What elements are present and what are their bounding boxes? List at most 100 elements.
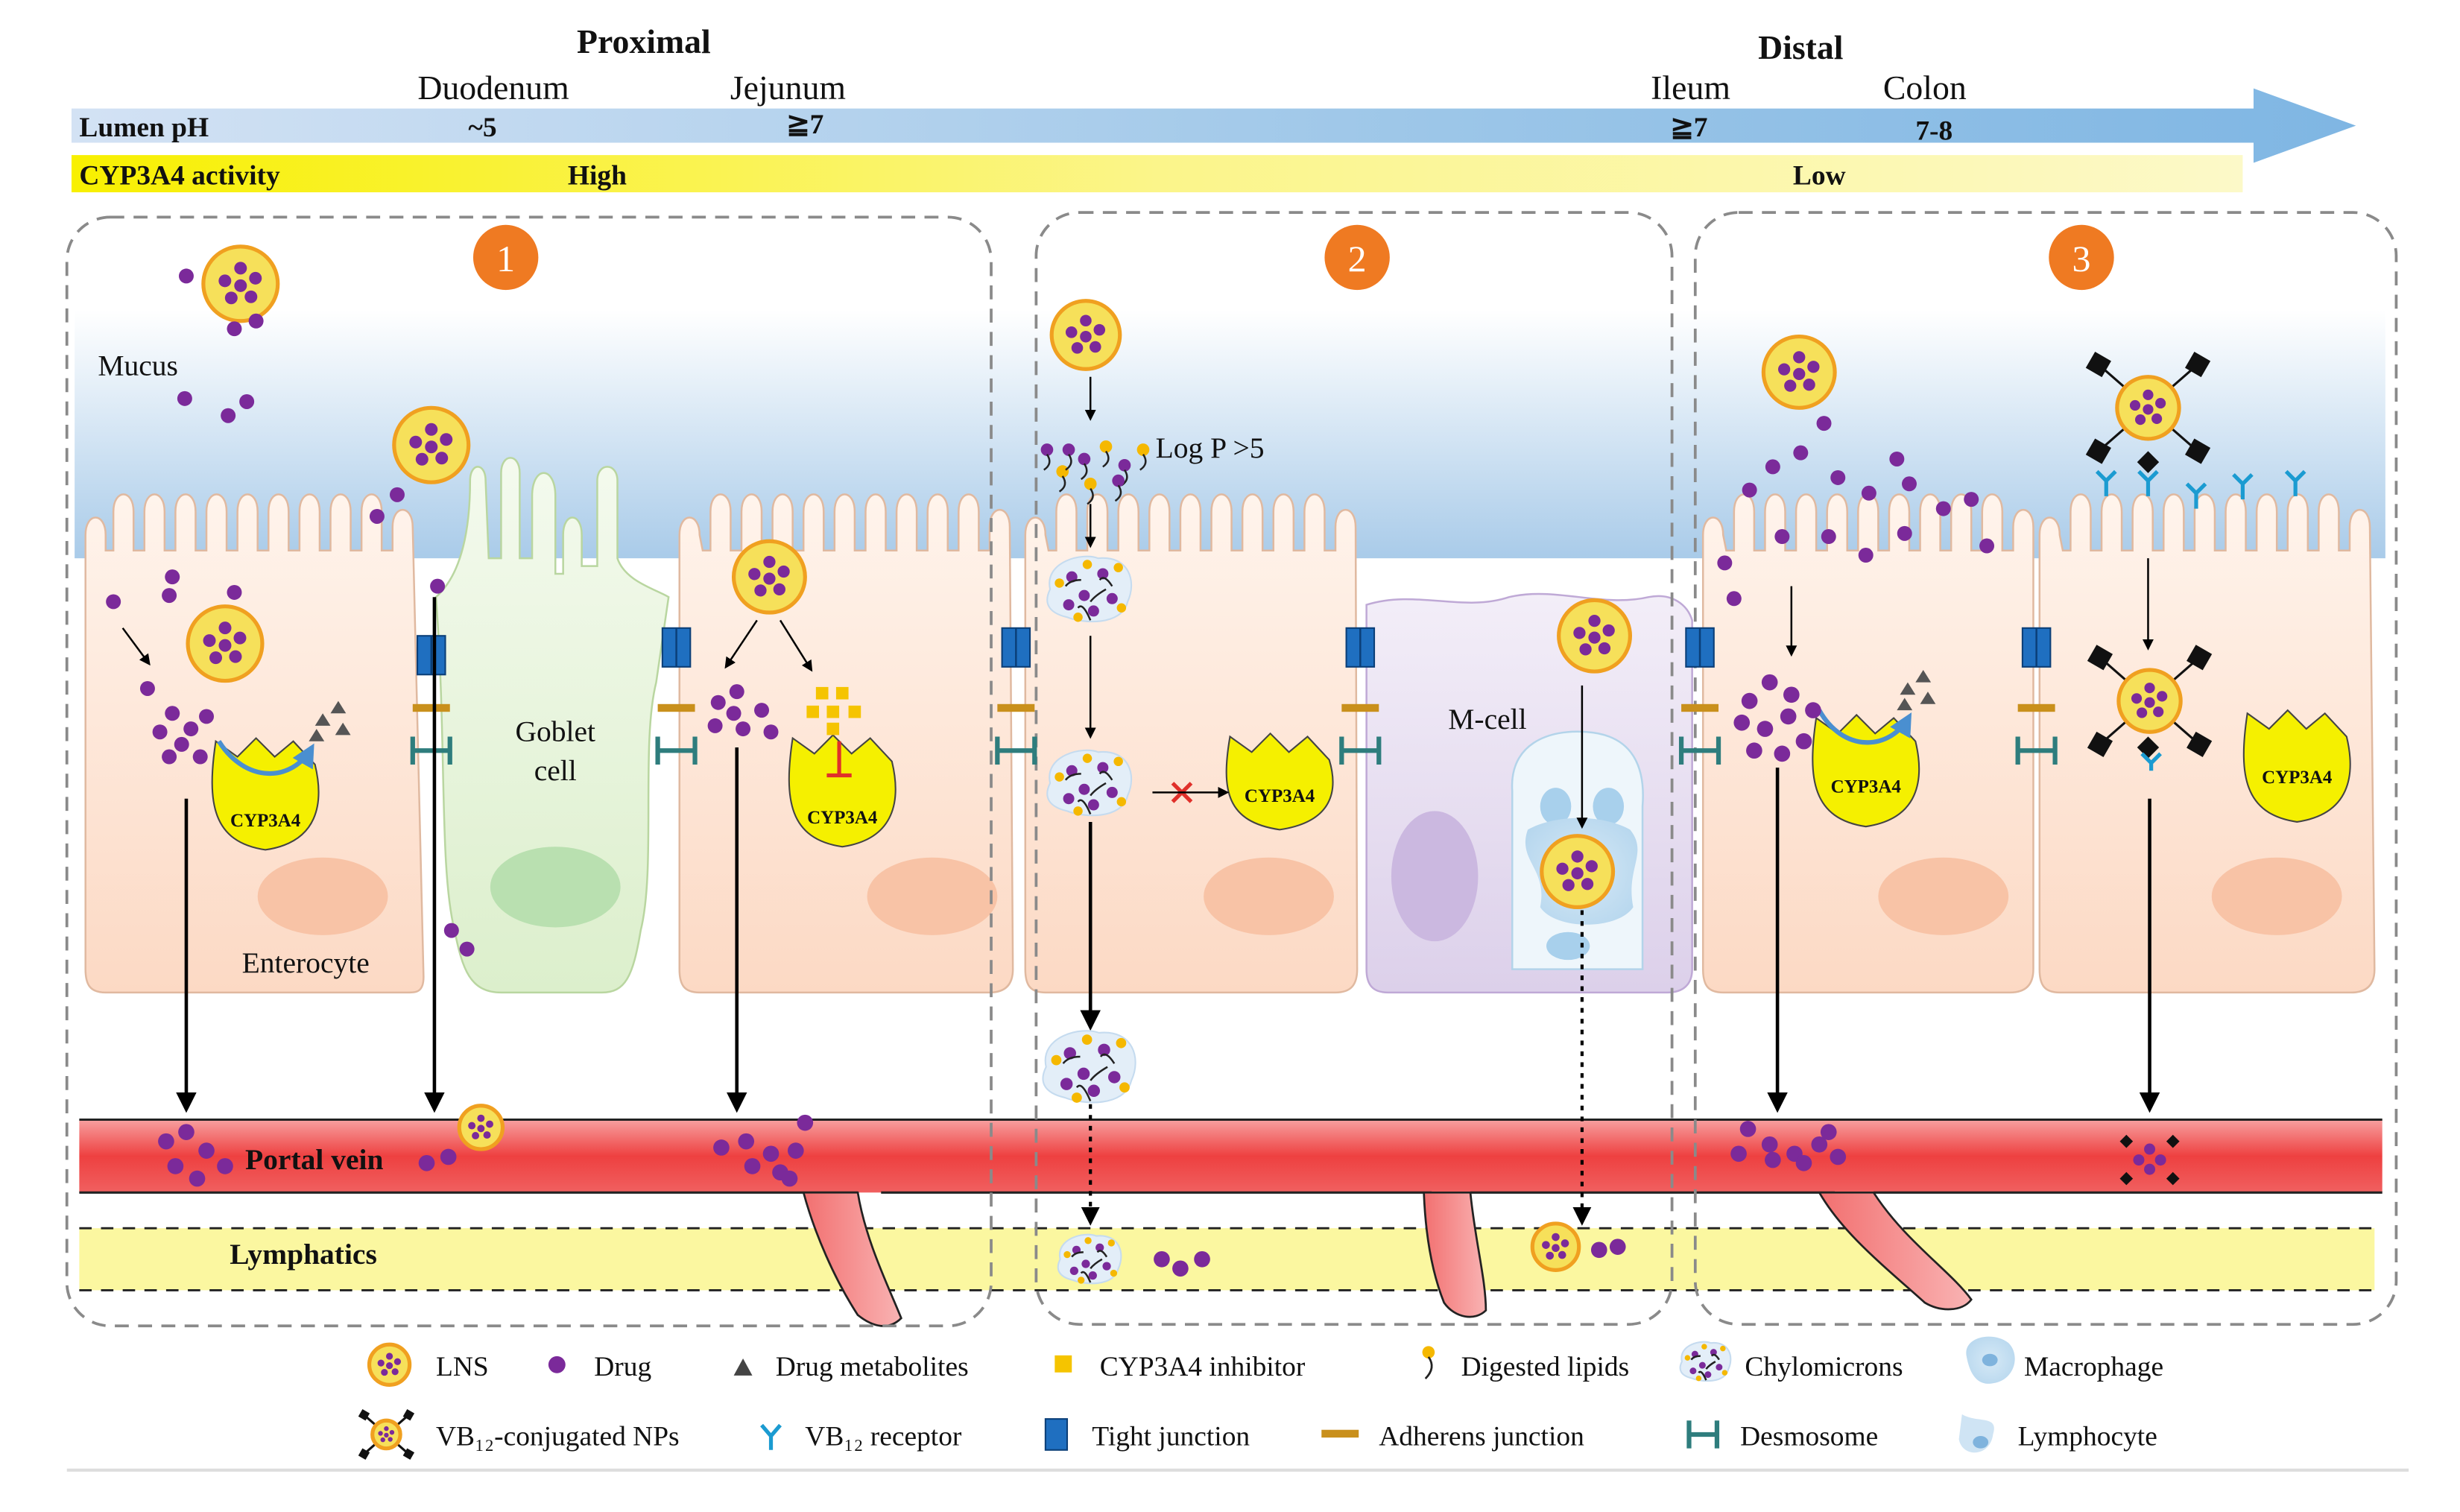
metabolite-triangles	[309, 670, 1936, 741]
vb12-receptor-icon	[2185, 482, 2207, 509]
vb12-np-icon	[2087, 645, 2213, 757]
lumen-ph-label: Lumen pH	[79, 113, 209, 143]
transport-arrows	[121, 376, 2160, 1226]
drug-dot	[221, 408, 236, 423]
drug-dot	[1820, 1124, 1837, 1140]
vb12-receptor-icon	[2140, 752, 2162, 771]
lymphatics: Lymphatics	[79, 1227, 2375, 1291]
legend-inhibitor-icon	[1054, 1355, 1072, 1373]
portal-vein-label: Portal vein	[245, 1143, 383, 1176]
cyp3a4-label: CYP3A4	[1245, 786, 1315, 806]
lns-icon	[2116, 668, 2183, 734]
drug-dot	[158, 1133, 174, 1150]
lns-icon	[201, 244, 280, 323]
junction-set	[995, 627, 1037, 765]
cyp3a4-inhibitors	[806, 686, 861, 736]
lns-icon	[1530, 1221, 1581, 1272]
cyp-high-label: High	[568, 161, 627, 192]
legend-drug: Drug	[594, 1352, 651, 1382]
goblet-label-line2: cell	[534, 754, 577, 787]
lymphatics-label: Lymphatics	[230, 1238, 377, 1271]
lns-icon	[392, 405, 471, 484]
drug-dot	[165, 706, 180, 721]
drug-dot	[177, 390, 192, 406]
drug-dot	[390, 487, 405, 502]
lns-icon	[367, 1342, 412, 1387]
drug-dot	[239, 393, 255, 409]
ph-ileum: ≧7	[1670, 113, 1707, 143]
vb12-receptor-icon	[2095, 469, 2117, 496]
drug-dot	[1730, 1145, 1747, 1163]
legend-desmosome-icon	[1686, 1420, 1720, 1449]
drug-dot	[227, 584, 242, 600]
drug-dot	[443, 923, 459, 938]
panel-1-border	[65, 215, 993, 1328]
adherens-junction-icon	[657, 703, 695, 712]
cyp3a4-icon: CYP3A4	[788, 733, 897, 848]
legend-macrophage: Macrophage	[2024, 1352, 2163, 1382]
digested-lipid-cluster	[1040, 440, 1150, 505]
vb12-np-fragment	[2119, 736, 2180, 1186]
drug-dot	[781, 1170, 798, 1187]
drug-dot	[165, 569, 180, 585]
drug-dot	[744, 1158, 761, 1174]
drug-dot	[418, 1154, 435, 1171]
drug-dot	[217, 1158, 233, 1174]
drug-dot	[1902, 476, 1917, 492]
panel-3-badge	[2049, 224, 2114, 291]
drug-dot	[1757, 721, 1774, 737]
vein-branch	[1423, 1191, 1487, 1318]
drug-dot	[162, 749, 177, 765]
desmosome-icon	[1339, 736, 1382, 765]
panel-badges: 1 2 3	[472, 224, 2114, 291]
lumen-ph-arrow: Lumen pH ~5 ≧7 ≧7 7-8	[71, 88, 2356, 163]
cyp3a4-label: CYP3A4	[1831, 776, 1902, 797]
cyp3a4-label: CYP3A4	[807, 808, 878, 828]
nucleus	[490, 847, 621, 928]
junction-set	[655, 627, 698, 765]
drug-dot	[1979, 538, 1995, 554]
drug-dot	[1795, 1154, 1812, 1171]
drug-dot	[763, 724, 779, 740]
drug-dot	[729, 684, 744, 700]
drug-dot	[1742, 482, 1757, 498]
cyp3a4-icon: CYP3A4	[1225, 732, 1334, 831]
lns-icon	[186, 604, 265, 683]
drug-dot	[1889, 451, 1905, 466]
chylomicron-icon	[1057, 1233, 1122, 1285]
junction-set	[410, 635, 452, 765]
distal-label: Distal	[1758, 28, 1843, 66]
ph-jejunum: ≧7	[786, 110, 823, 140]
nucleus	[2211, 857, 2342, 935]
drug-dot	[1739, 1121, 1757, 1137]
drug-dot	[440, 1148, 457, 1165]
junction-set	[1339, 627, 1382, 765]
nuclei	[257, 811, 2342, 942]
legend-vb12-nps: VB₁₂-conjugated NPs	[436, 1422, 680, 1452]
drug-dot	[1154, 1250, 1170, 1268]
desmosome-icon	[2015, 736, 2058, 765]
lns-icon	[1540, 834, 1616, 910]
panel-1-number: 1	[496, 238, 515, 279]
drug-dot	[1765, 1151, 1781, 1168]
chylomicron-icon	[1046, 555, 1133, 623]
colon-label: Colon	[1883, 69, 1967, 107]
vb12-receptor-icon	[2284, 469, 2306, 496]
jejunum-label: Jejunum	[730, 69, 846, 107]
inhibition-mark	[826, 741, 852, 778]
adherens-junction-icon	[1681, 703, 1719, 712]
legend-digested-lipid-icon	[1422, 1346, 1435, 1379]
drug-dot	[1609, 1239, 1626, 1255]
legend-vb12-receptor-icon	[760, 1423, 782, 1450]
lns-icon	[2115, 375, 2181, 441]
drug-dot	[139, 680, 155, 696]
chylomicron-icon	[1679, 1341, 1732, 1382]
vb12-np-icon	[2085, 351, 2211, 464]
adherens-junction-icon	[412, 703, 450, 712]
vb12-receptors	[2095, 469, 2306, 771]
legend-inhibitor: CYP3A4 inhibitor	[1100, 1352, 1306, 1382]
drug-dot	[1830, 1148, 1847, 1165]
chylomicrons	[1040, 440, 1150, 1285]
cyp3a4-icon: CYP3A4	[2242, 709, 2351, 823]
drug-dot	[174, 736, 189, 752]
